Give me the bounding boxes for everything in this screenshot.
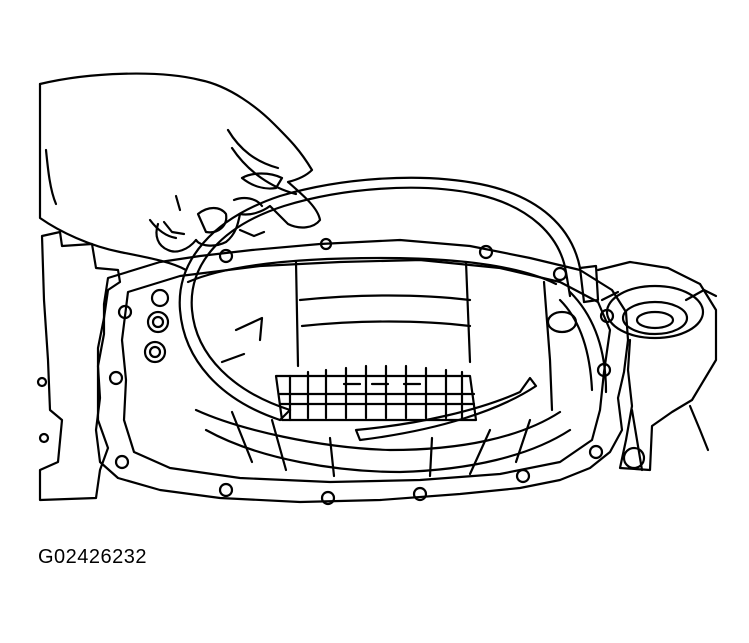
right-bearing-housing (596, 260, 718, 472)
hand (38, 72, 322, 272)
line-illustration (36, 72, 718, 506)
figure-id-label: G02426232 (38, 546, 148, 568)
snap-ring (178, 176, 600, 442)
inner-bore (186, 256, 608, 478)
transmission-case (36, 230, 630, 506)
